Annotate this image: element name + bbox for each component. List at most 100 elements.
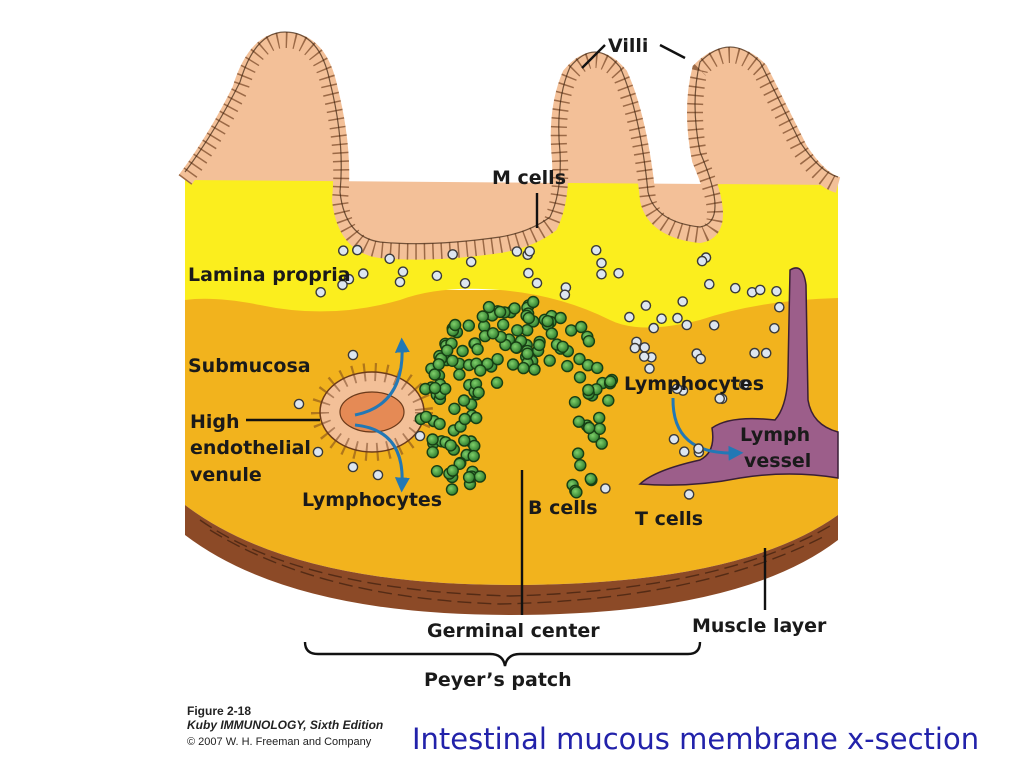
- t-cell-icon: [523, 267, 534, 279]
- lamina-propria-label: Lamina propria: [188, 264, 351, 286]
- t-cell-icon: [312, 446, 324, 458]
- muscle-layer-label: Muscle layer: [692, 615, 827, 637]
- b-cell-icon: [508, 302, 521, 315]
- b-cell-icon: [511, 324, 524, 337]
- t-cell-icon: [347, 461, 359, 473]
- b-cell-icon: [527, 295, 540, 309]
- b-cell-icon: [570, 486, 583, 499]
- b-cell-icon: [490, 376, 504, 389]
- t-cell-group: [293, 244, 785, 500]
- b-cell-icon: [441, 344, 454, 357]
- t-cell-icon: [337, 279, 348, 291]
- b-cell-icon: [593, 411, 606, 425]
- b-cell-icon: [470, 411, 483, 425]
- b-cell-icon: [473, 470, 487, 483]
- hev-label-line-2: endothelial: [190, 437, 311, 459]
- t-cell-icon: [384, 253, 396, 265]
- b-cell-icon: [458, 412, 471, 426]
- submucosa-label: Submucosa: [188, 355, 311, 377]
- t-cell-icon: [596, 268, 607, 280]
- germinal-center-label: Germinal center: [427, 620, 600, 642]
- t-cell-icon: [749, 347, 760, 359]
- t-cell-icon: [730, 282, 741, 294]
- b-cell-icon: [497, 318, 510, 331]
- t-cell-icon: [293, 398, 305, 410]
- b-cell-icon: [522, 311, 535, 325]
- t-cell-icon: [648, 322, 660, 334]
- lymph-vessel: [638, 267, 839, 486]
- t-cells-label: T cells: [635, 508, 703, 530]
- b-cell-icon: [543, 354, 556, 367]
- b-cell-icon: [572, 415, 586, 428]
- b-cell-icon: [433, 417, 446, 431]
- b-cell-icon: [583, 421, 596, 435]
- t-cell-icon: [754, 284, 766, 296]
- b-cell-icon: [573, 352, 586, 366]
- b-cell-icon: [426, 446, 439, 459]
- t-cell-icon: [524, 245, 536, 257]
- t-cell-icon: [739, 379, 750, 390]
- t-cell-icon: [704, 278, 715, 290]
- b-cell-group: [414, 295, 619, 499]
- b-cell-icon: [445, 483, 459, 496]
- lymphocytes-left-label: Lymphocytes: [302, 489, 442, 511]
- b-cell-icon: [486, 327, 500, 340]
- b-cell-icon: [533, 338, 546, 352]
- b-cell-icon: [574, 459, 587, 472]
- b-cell-icon: [428, 368, 441, 381]
- b-cell-icon: [602, 394, 615, 407]
- venule-arrow-down: [354, 423, 410, 493]
- b-cell-icon: [494, 305, 507, 319]
- t-cell-icon: [656, 313, 667, 325]
- b-cell-icon: [472, 386, 485, 399]
- b-cell-icon: [457, 394, 471, 407]
- b-cell-icon: [430, 465, 444, 478]
- t-cell-icon: [613, 267, 624, 279]
- b-cell-icon: [458, 434, 471, 447]
- t-cell-icon: [679, 446, 690, 458]
- t-cell-icon: [672, 312, 683, 324]
- peyers-patch-bracket: [303, 641, 702, 667]
- t-cell-icon: [414, 430, 426, 442]
- b-cell-icon: [426, 433, 439, 446]
- t-cell-icon: [351, 244, 363, 256]
- t-cell-icon: [459, 277, 471, 289]
- submucosa-region: [185, 290, 838, 585]
- b-cell-icon: [462, 319, 475, 332]
- t-cell-icon: [600, 483, 611, 494]
- villi-label: Villi: [608, 35, 648, 57]
- t-cell-icon: [394, 276, 406, 288]
- villi-leader-left: [581, 44, 606, 69]
- b-cell-icon: [462, 471, 476, 484]
- t-cell-icon: [596, 257, 607, 269]
- t-cell-icon: [629, 342, 641, 354]
- figure-book-title: Kuby IMMUNOLOGY, Sixth Edition: [187, 718, 384, 732]
- b-cell-icon: [446, 354, 459, 367]
- b-cell-icon: [528, 363, 541, 376]
- b-cell-icon: [521, 347, 534, 360]
- t-cell-icon: [465, 256, 477, 268]
- t-cell-icon: [511, 246, 523, 257]
- t-cell-icon: [671, 383, 683, 395]
- t-cell-icon: [681, 319, 693, 331]
- b-cell-icon: [468, 439, 481, 453]
- b-cell-icon: [444, 439, 457, 452]
- venule-arrow-up: [354, 337, 410, 417]
- slide-caption: Intestinal mucous membrane x-section: [412, 722, 980, 756]
- t-cell-icon: [347, 349, 359, 361]
- b-cell-icon: [419, 410, 433, 423]
- t-cell-icon: [677, 296, 689, 307]
- t-cell-icon: [447, 249, 459, 260]
- b-cell-icon: [432, 358, 445, 371]
- b-cell-icon: [517, 361, 530, 375]
- b-cell-icon: [541, 315, 554, 328]
- lymphocyte-to-vessel-arrow: [671, 397, 744, 461]
- b-cell-icon: [545, 327, 558, 340]
- t-cell-icon: [683, 489, 695, 500]
- b-cell-icon: [593, 422, 606, 435]
- b-cell-icon: [506, 358, 520, 371]
- b-cell-icon: [604, 375, 617, 388]
- t-cell-icon: [769, 322, 780, 334]
- b-cell-icon: [476, 310, 489, 323]
- b-cells-label: B cells: [528, 497, 598, 519]
